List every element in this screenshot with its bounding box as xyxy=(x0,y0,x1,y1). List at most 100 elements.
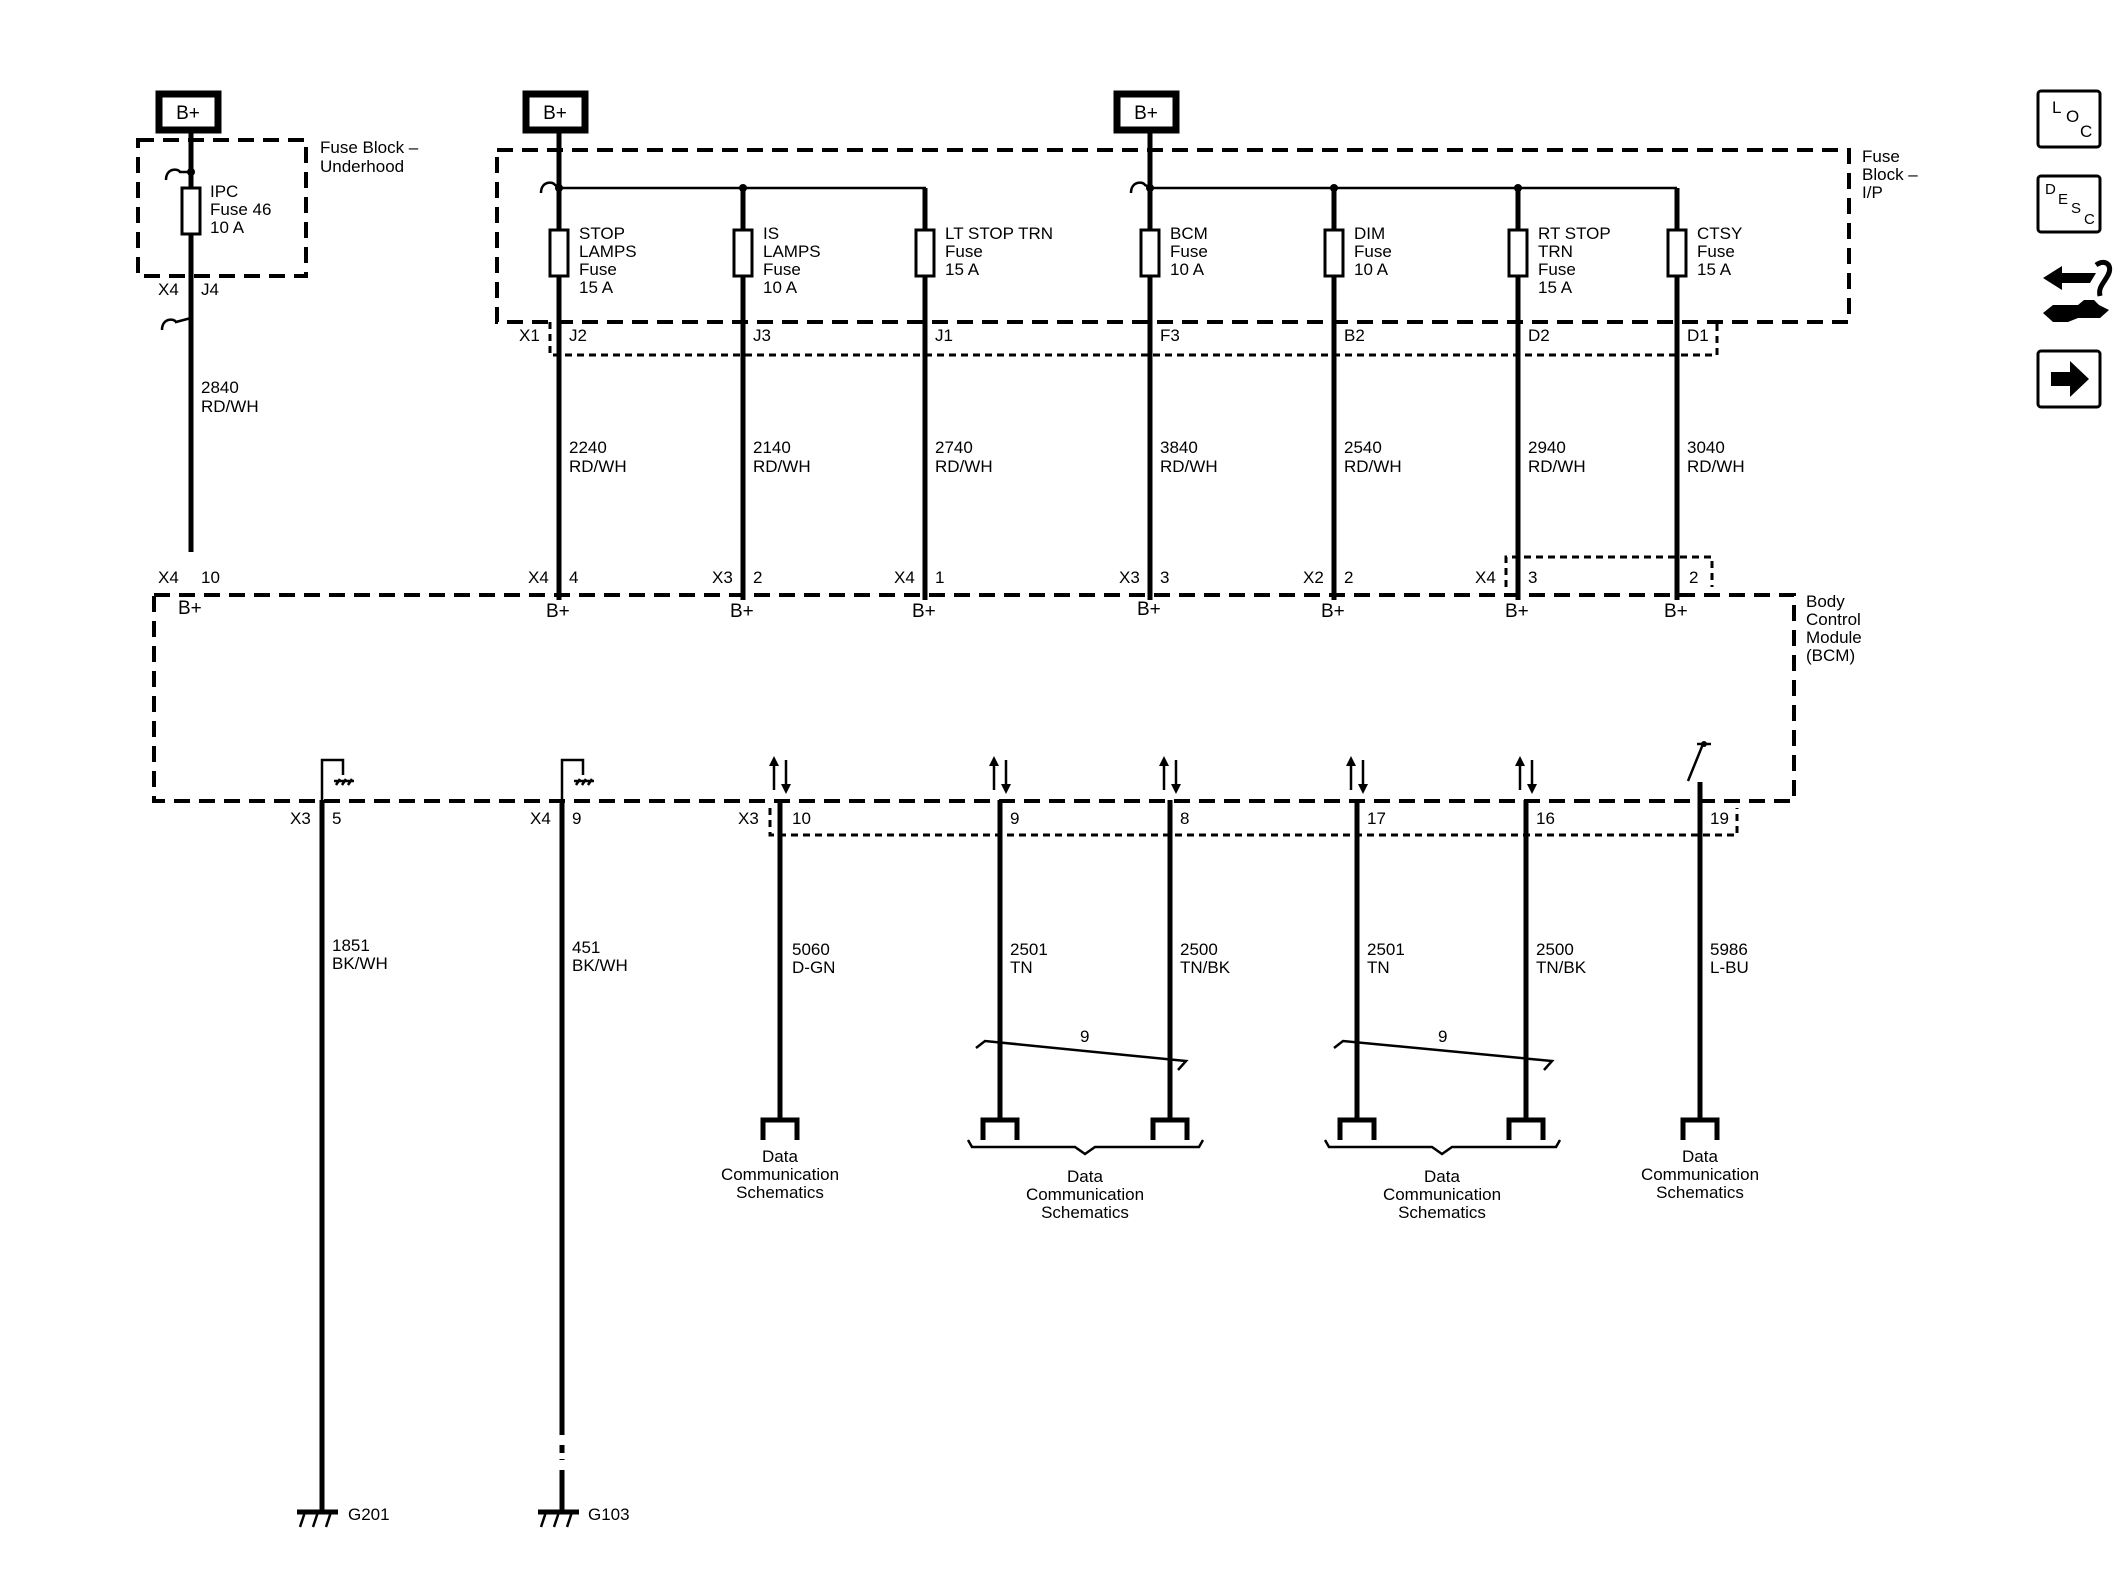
connector-label: X4 xyxy=(1475,568,1496,587)
connector-label: X3 xyxy=(1119,568,1140,587)
terminals xyxy=(760,1117,1720,1140)
loc-letter: O xyxy=(2066,107,2079,126)
fuse-label-line: Fuse xyxy=(1354,242,1392,261)
cavity-label: J2 xyxy=(569,326,587,345)
fuse-label-line: CTSY xyxy=(1697,224,1742,243)
wire-color: RD/WH xyxy=(935,457,993,476)
supply-b-plus-1: B+ xyxy=(155,90,222,134)
pin-b-plus: B+ xyxy=(912,601,936,622)
desc-button[interactable]: D E S C xyxy=(2036,174,2102,234)
fuse-lt-stop-trn: LT STOP TRN Fuse 15 A J1 2740 RD/WH xyxy=(914,188,1053,600)
connector-label: X3 xyxy=(738,809,759,828)
connector-label: X4 xyxy=(528,568,549,587)
fuse-label-line: Fuse xyxy=(1170,242,1208,261)
wire-color: RD/WH xyxy=(201,397,259,416)
wire-color: RD/WH xyxy=(1344,457,1402,476)
supply-b-plus-2: B+ xyxy=(522,90,589,134)
wire-circuit: 2500 xyxy=(1536,940,1574,959)
pin-b-plus: B+ xyxy=(178,598,202,619)
wire-circuit: 2240 xyxy=(569,438,607,457)
data-comm-text: Communication xyxy=(1641,1165,1759,1184)
fuse-is-lamps: IS LAMPS Fuse 10 A J3 2140 RD/WH xyxy=(732,184,821,600)
pin-label: 4 xyxy=(569,568,578,587)
wire-color: TN/BK xyxy=(1180,958,1231,977)
brace-1 xyxy=(966,1139,1205,1156)
fuse-block-ip-outline xyxy=(495,148,1851,324)
fuse-label-line: 10 A xyxy=(210,218,245,237)
pin-label: 17 xyxy=(1367,809,1386,828)
wire-color: TN xyxy=(1010,958,1033,977)
pin-b-plus: B+ xyxy=(1321,601,1345,622)
desc-letter: D xyxy=(2045,181,2056,198)
wire-circuit: 1851 xyxy=(332,936,370,955)
wrench-icon[interactable] xyxy=(2043,259,2113,322)
fuse-label-line: 10 A xyxy=(1170,260,1205,279)
pin-label: 8 xyxy=(1180,809,1189,828)
ground-g103: G103 xyxy=(538,1505,630,1528)
data-comm-text: Schematics xyxy=(1398,1203,1486,1222)
loc-button[interactable]: L O C xyxy=(2036,89,2102,149)
wire-hook xyxy=(164,168,191,181)
fuse-label-line: LAMPS xyxy=(763,242,821,261)
pin-label: 2 xyxy=(1344,568,1353,587)
fuse-label-line: IS xyxy=(763,224,779,243)
twisted-pair-2: 9 xyxy=(1333,1027,1555,1071)
wire-color: BK/WH xyxy=(332,954,388,973)
pin-b-plus: B+ xyxy=(1505,601,1529,622)
pin-label: 10 xyxy=(792,809,811,828)
wire-hook xyxy=(1129,181,1153,194)
loc-letter: L xyxy=(2052,98,2061,117)
fuse-label-line: IPC xyxy=(210,182,238,201)
twist-label: 9 xyxy=(1080,1027,1089,1046)
wire-color: RD/WH xyxy=(753,457,811,476)
cavity-label: J1 xyxy=(935,326,953,345)
pin-label: 5 xyxy=(332,809,341,828)
wire-circuit: 2500 xyxy=(1180,940,1218,959)
connector-x1-outline xyxy=(548,322,1719,357)
fuse-block-underhood-title-2: Underhood xyxy=(320,157,404,176)
fuse-label-line: Fuse xyxy=(945,242,983,261)
wire-circuit: 3040 xyxy=(1687,438,1725,457)
desc-letter: S xyxy=(2071,200,2081,217)
fuse-label-line: Fuse 46 xyxy=(210,200,271,219)
wire-color: RD/WH xyxy=(1687,457,1745,476)
ground-g201: G201 xyxy=(297,1505,390,1528)
wire-color: L-BU xyxy=(1710,958,1749,977)
data-comm-text: Data xyxy=(762,1147,798,1166)
fuse-ctsy: CTSY Fuse 15 A D1 3040 RD/WH xyxy=(1666,188,1745,600)
pin-label: 19 xyxy=(1710,809,1729,828)
pin-label: 1 xyxy=(935,568,944,587)
fuse-rt-stop-trn: RT STOP TRN Fuse 15 A D2 2940 RD/WH xyxy=(1507,184,1611,600)
brace-2 xyxy=(1323,1139,1562,1156)
connector-label: X3 xyxy=(712,568,733,587)
next-arrow-button[interactable] xyxy=(2036,349,2102,409)
fuse-label-line: 10 A xyxy=(1354,260,1389,279)
pin-b-plus: B+ xyxy=(1137,599,1161,620)
wire-color: TN/BK xyxy=(1536,958,1587,977)
connector-label: X3 xyxy=(290,809,311,828)
data-comm-text: Communication xyxy=(1026,1185,1144,1204)
supply-label: B+ xyxy=(543,103,567,124)
connector-label: X4 xyxy=(158,568,179,587)
connector-label: X2 xyxy=(1303,568,1324,587)
fuse-block-ip-title: Block – xyxy=(1862,165,1918,184)
fuse-label-line: Fuse xyxy=(763,260,801,279)
fuse-label-line: 15 A xyxy=(1697,260,1732,279)
wire-circuit: 2501 xyxy=(1367,940,1405,959)
fuse-label-line: BCM xyxy=(1170,224,1208,243)
wire-circuit: 2140 xyxy=(753,438,791,457)
fuse-bcm: BCM Fuse 10 A F3 3840 RD/WH xyxy=(1139,184,1218,600)
wire-color: RD/WH xyxy=(569,457,627,476)
fuse-block-ip-title: I/P xyxy=(1862,183,1883,202)
data-comm-label-3: Data Communication Schematics xyxy=(1383,1167,1501,1222)
data-comm-text: Data xyxy=(1682,1147,1718,1166)
data-comm-label-2: Data Communication Schematics xyxy=(1026,1167,1144,1222)
connector-label: X4 xyxy=(894,568,915,587)
twist-label: 9 xyxy=(1438,1027,1447,1046)
splice-hook xyxy=(160,316,192,331)
lower-wires xyxy=(319,782,1739,1512)
bcm-title: Module xyxy=(1806,628,1862,647)
fuse-stop-lamps: STOP LAMPS Fuse 15 A X1 J2 2240 RD/WH xyxy=(519,184,637,600)
pin-label: 9 xyxy=(1010,809,1019,828)
